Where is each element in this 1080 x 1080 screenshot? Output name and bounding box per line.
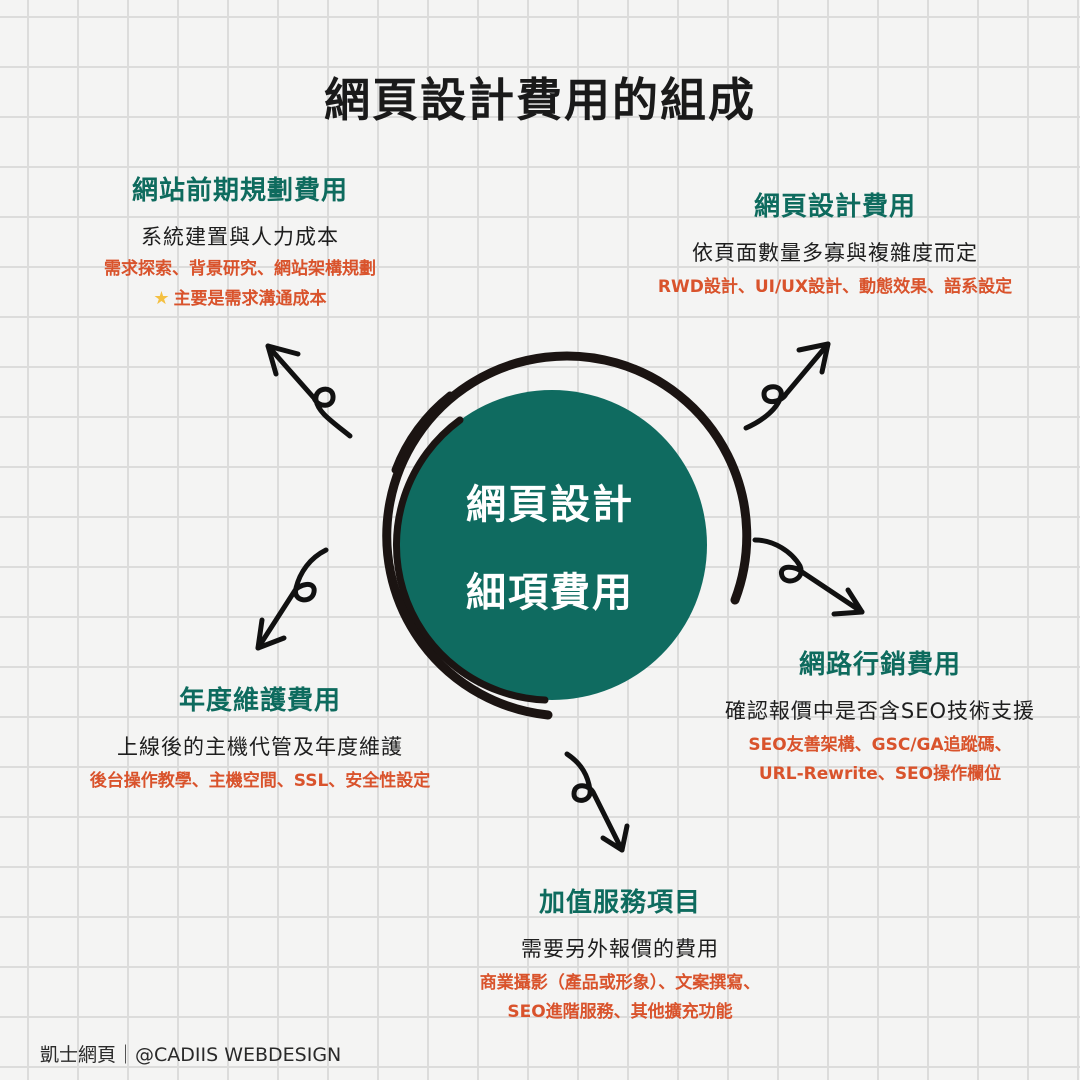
arrow-down-icon — [564, 751, 630, 853]
section-heading: 網頁設計費用 — [753, 192, 916, 222]
section-design: 網頁設計費用 依頁面數量多寡與複雜度而定 RWD設計、UI/UX設計、動態效果、… — [590, 186, 1080, 302]
arrow-up-right-icon — [743, 341, 831, 431]
section-subtitle: 確認報價中是否含SEO技術支援 — [724, 699, 1036, 723]
section-detail: 需求探索、背景研究、網站架構規劃 — [104, 259, 376, 279]
section-marketing: 網路行銷費用 確認報價中是否含SEO技術支援 SEO友善架構、GSC/GA追蹤碼… — [680, 644, 1080, 789]
section-maintenance: 年度維護費用 上線後的主機代管及年度維護 後台操作教學、主機空間、SSL、安全性… — [30, 680, 490, 796]
section-detail: SEO進階服務、其他擴充功能 — [507, 1002, 733, 1022]
footer-credit: 凱士網頁｜@CADIIS WEBDESIGN — [40, 1044, 342, 1066]
section-detail: 商業攝影（產品或形象）、文案撰寫、 — [479, 973, 761, 993]
center-title-line2: 細項費用 — [466, 570, 634, 616]
inner-spiral-arc — [392, 416, 549, 704]
arrow-down-left-icon — [255, 547, 329, 651]
arrow-down-right-icon — [752, 537, 865, 617]
section-heading: 加值服務項目 — [538, 888, 701, 918]
star-icon: ★ — [153, 288, 170, 309]
section-planning: 網站前期規劃費用 系統建置與人力成本 需求探索、背景研究、網站架構規劃 ★主要是… — [40, 170, 440, 314]
section-subtitle: 需要另外報價的費用 — [521, 937, 719, 961]
section-detail: URL-Rewrite、SEO操作欄位 — [758, 764, 1002, 784]
section-heading: 網站前期規劃費用 — [131, 176, 348, 206]
outer-spiral-ring — [382, 351, 752, 720]
center-title-line1: 網頁設計 — [466, 482, 634, 528]
section-note: ★主要是需求溝通成本 — [40, 284, 440, 314]
arrow-up-left-icon — [265, 343, 353, 439]
section-heading: 年度維護費用 — [178, 686, 341, 716]
section-subtitle: 上線後的主機代管及年度維護 — [117, 735, 403, 759]
note-text: 主要是需求溝通成本 — [173, 289, 327, 309]
section-detail: 後台操作教學、主機空間、SSL、安全性設定 — [89, 771, 431, 791]
page-title: 網頁設計費用的組成 — [324, 73, 756, 127]
section-subtitle: 依頁面數量多寡與複雜度而定 — [692, 241, 978, 265]
section-detail: RWD設計、UI/UX設計、動態效果、語系設定 — [657, 277, 1013, 297]
section-subtitle: 系統建置與人力成本 — [141, 225, 339, 249]
section-addons: 加值服務項目 需要另外報價的費用 商業攝影（產品或形象）、文案撰寫、 SEO進階… — [410, 882, 830, 1027]
outer-spiral-tail — [391, 391, 454, 474]
section-detail: SEO友善架構、GSC/GA追蹤碼、 — [748, 735, 1012, 755]
section-heading: 網路行銷費用 — [798, 650, 961, 680]
center-disk — [397, 390, 707, 700]
